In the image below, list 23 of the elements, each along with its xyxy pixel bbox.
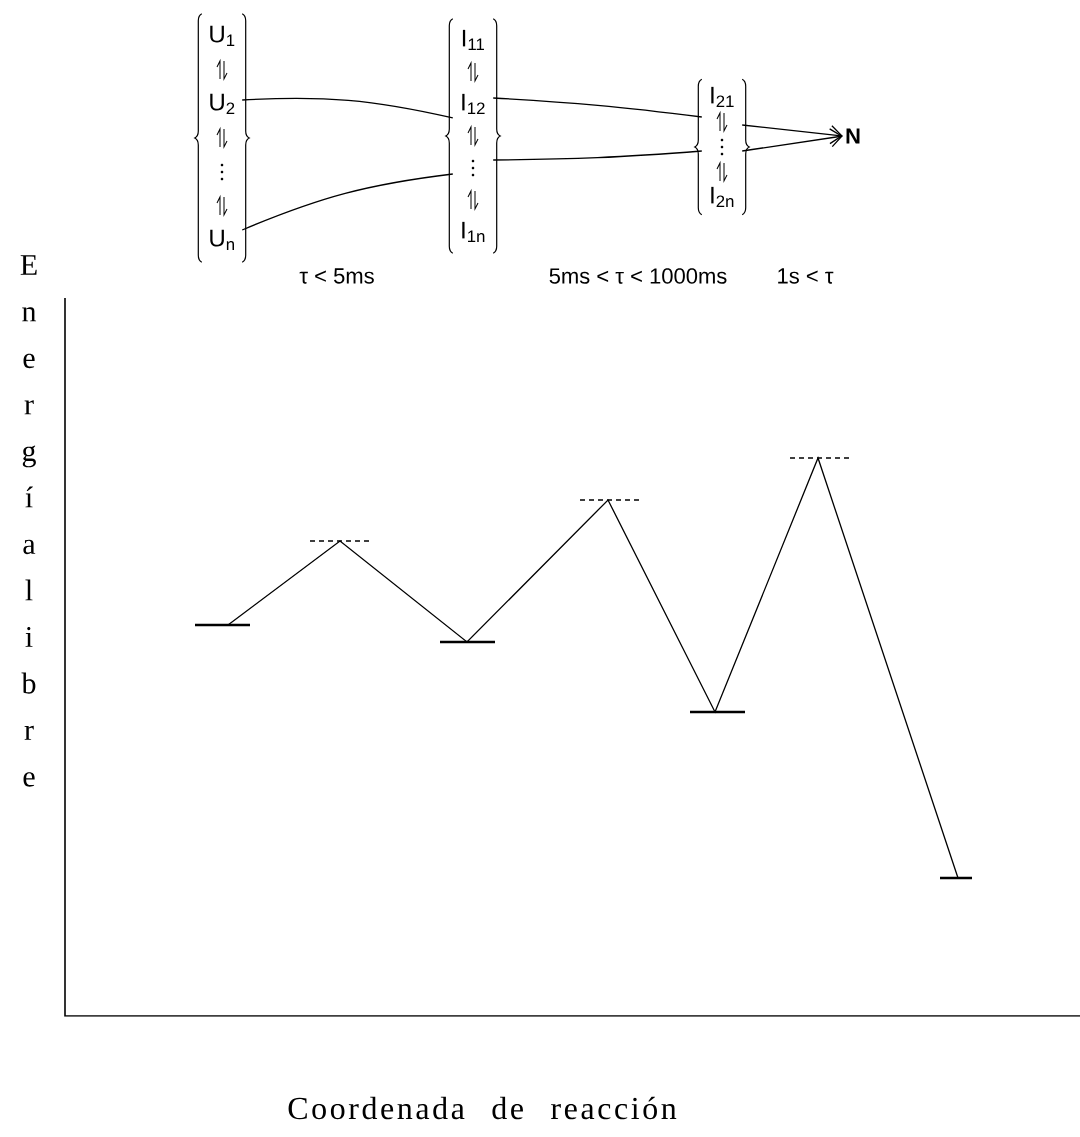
node-label: I$_{1n}$: [462, 221, 485, 243]
node-label: I$_{21}$: [711, 86, 734, 108]
time-label: τ < 5ms: [299, 268, 374, 284]
time-label: 1s < τ: [778, 268, 834, 284]
bracketed-states: I$_{21}$ I$_{2n}$: [694, 78, 750, 216]
node-label: U$_{2}$: [210, 93, 235, 115]
bracketed-states: I$_{11}$ I$_{12}$ I$_{1n}$: [445, 18, 501, 254]
bracketed-states: U$_{1}$ U$_{2}$ U$_{n}$: [194, 13, 250, 263]
state-label: N: [846, 128, 860, 144]
node-label: I$_{11}$: [462, 29, 484, 51]
time-label: 5ms < τ < 1000ms: [549, 268, 727, 284]
arrow: [741, 124, 843, 145]
arrow: [741, 128, 843, 152]
axis-title: Energía libre: [20, 255, 37, 787]
connector-line: [492, 150, 703, 161]
connector-line: [492, 97, 703, 118]
connector-line: [241, 173, 454, 231]
connector-line: [241, 97, 454, 119]
node-label: I$_{12}$: [462, 93, 485, 115]
node-label: U$_{n}$: [210, 229, 234, 251]
axis-title: Coordenada de reacción: [288, 1096, 677, 1120]
node-label: I$_{2n}$: [711, 186, 734, 208]
node-label: U$_{1}$: [210, 25, 235, 47]
